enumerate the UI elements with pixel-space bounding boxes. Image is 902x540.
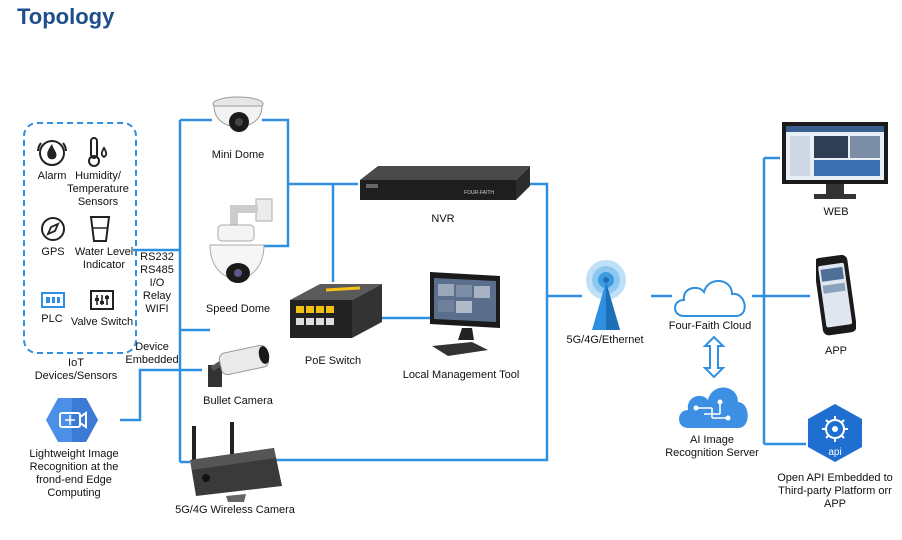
interface-io: I/O — [149, 277, 165, 289]
water-level-label: Water Level Indicator — [75, 246, 133, 272]
web-label: WEB — [823, 206, 849, 218]
edge-line2: Recognition at the — [29, 461, 119, 473]
alarm-icon — [37, 140, 67, 166]
edge-line1: Lightweight Image — [29, 448, 119, 460]
iot-group-box — [23, 122, 137, 354]
mini-dome-camera-icon — [212, 96, 264, 132]
edge-computing-icon — [46, 398, 98, 442]
nvr-brand: FOUR-FAITH — [464, 190, 494, 196]
speed-dome-label: Speed Dome — [205, 303, 271, 315]
valve-switch-label: Valve Switch — [70, 316, 134, 328]
api-line2: Third-party Platform orr — [778, 485, 892, 497]
water-level-icon — [89, 216, 111, 242]
nvr-label: NVR — [431, 213, 455, 225]
interface-list: RS232 RS485 I/O Relay WIFI — [140, 251, 174, 316]
web-monitor-icon — [782, 122, 888, 199]
device-embedded-label: Device Embedded — [125, 341, 178, 367]
humidity-label-line3: Sensors — [77, 196, 119, 208]
water-level-line2: Indicator — [82, 259, 126, 271]
alarm-label: Alarm — [37, 170, 67, 182]
nvr-device-icon — [360, 166, 530, 200]
network-label: 5G/4G/Ethernet — [566, 334, 644, 346]
app-label: APP — [824, 345, 848, 357]
api-label: Open API Embedded to Third-party Platfor… — [777, 472, 893, 511]
local-management-label: Local Management Tool — [402, 369, 520, 381]
interface-rs485: RS485 — [140, 264, 174, 276]
interface-relay: Relay — [142, 290, 172, 302]
ai-server-label: AI Image Recognition Server — [665, 434, 759, 460]
bullet-camera-label: Bullet Camera — [203, 395, 273, 407]
humidity-label-line1: Humidity/ — [75, 170, 121, 182]
page-title: Topology — [17, 4, 115, 29]
bullet-camera-icon — [208, 345, 270, 387]
device-embedded-line2: Embedded — [125, 354, 179, 366]
iot-group-label: IoT Devices/Sensors — [35, 357, 118, 383]
gps-compass-icon — [41, 217, 65, 241]
wireless-camera-label: 5G/4G Wireless Camera — [175, 504, 295, 516]
iot-group-line1: IoT — [68, 357, 84, 369]
poe-switch-icon — [290, 284, 382, 338]
water-level-line1: Water Level — [74, 246, 134, 258]
speed-dome-camera-icon — [209, 198, 273, 283]
api-line1: Open API Embedded to — [777, 472, 893, 484]
api-line3: APP — [823, 498, 846, 510]
api-badge-text: api — [828, 447, 842, 458]
valve-switch-icon — [90, 290, 114, 310]
ai-server-line2: Recognition Server — [665, 447, 759, 459]
plc-label: PLC — [41, 313, 63, 325]
ai-server-cloud-icon — [679, 387, 748, 428]
local-management-monitor-icon — [430, 272, 500, 356]
iot-group-line2: Devices/Sensors — [34, 370, 118, 382]
edge-line4: Computing — [47, 487, 101, 499]
humidity-label: Humidity/ Temperature Sensors — [67, 170, 129, 209]
antenna-tower-icon — [586, 260, 626, 330]
gps-label: GPS — [41, 246, 65, 258]
edge-line3: frond-end Edge — [36, 474, 112, 486]
smartphone-icon — [816, 254, 856, 336]
wireless-camera-icon — [190, 422, 282, 502]
plc-icon — [41, 292, 65, 308]
device-embedded-line1: Device — [135, 341, 169, 353]
interface-wifi: WIFI — [145, 303, 169, 315]
mini-dome-label: Mini Dome — [211, 149, 265, 161]
ai-server-line1: AI Image — [689, 434, 735, 446]
humidity-label-line2: Temperature — [67, 183, 129, 195]
poe-switch-label: PoE Switch — [304, 355, 362, 367]
interface-rs232: RS232 — [140, 251, 174, 263]
edge-computing-label: Lightweight Image Recognition at the fro… — [29, 448, 118, 500]
api-hexagon-icon — [808, 404, 862, 462]
thermometer-icon — [88, 137, 108, 167]
cloud-icon — [674, 280, 746, 317]
cloud-label: Four-Faith Cloud — [668, 320, 752, 332]
